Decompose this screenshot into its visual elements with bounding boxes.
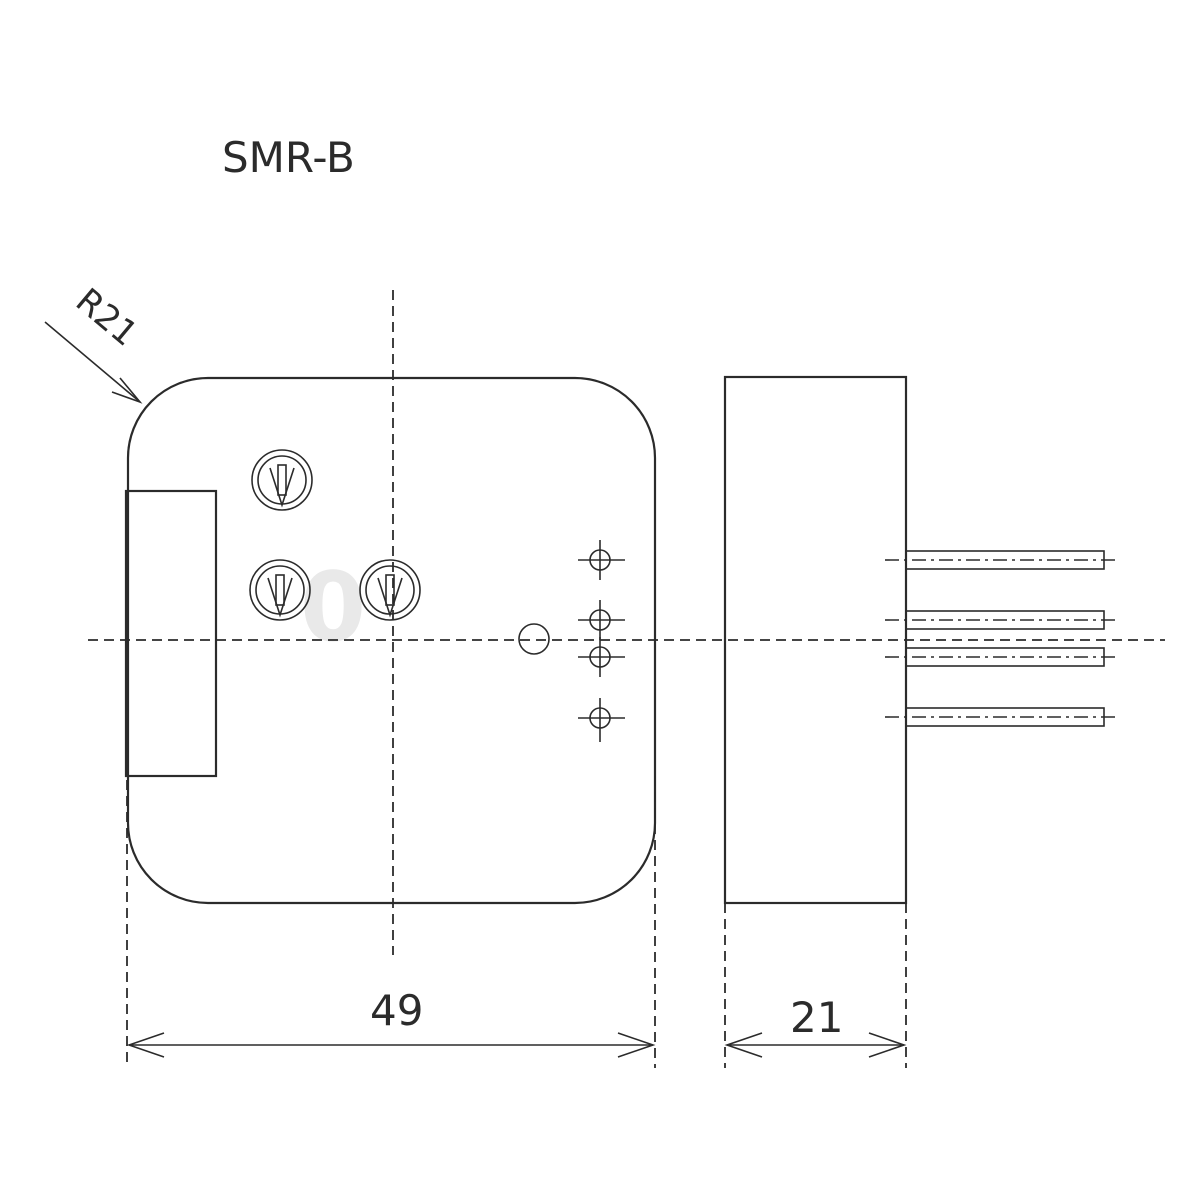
radius-label: R21 — [68, 281, 145, 355]
indicator-hole — [518, 623, 550, 655]
radius-dimension: R21 — [44, 281, 145, 404]
watermark: 0 — [300, 553, 366, 663]
depth-dimension: 21 — [724, 903, 907, 1068]
connector-pin — [885, 707, 1115, 727]
pin-hole — [578, 637, 625, 677]
screw-terminal — [251, 449, 313, 511]
screw-terminal — [249, 559, 311, 621]
pin-hole — [578, 600, 625, 640]
front-view — [124, 290, 657, 955]
drawing-title: SMR-B — [222, 133, 355, 182]
pin-hole — [578, 698, 625, 742]
connector-pin — [885, 550, 1115, 570]
terminal-block — [124, 489, 218, 778]
side-view — [723, 375, 1115, 905]
screw-terminal — [359, 559, 421, 621]
width-label: 49 — [370, 986, 423, 1035]
width-dimension: 49 — [126, 760, 656, 1068]
connector-pin — [885, 647, 1115, 667]
side-body-outline — [723, 375, 908, 905]
depth-label: 21 — [790, 993, 843, 1042]
connector-pin — [885, 610, 1115, 630]
pin-hole — [578, 540, 625, 580]
